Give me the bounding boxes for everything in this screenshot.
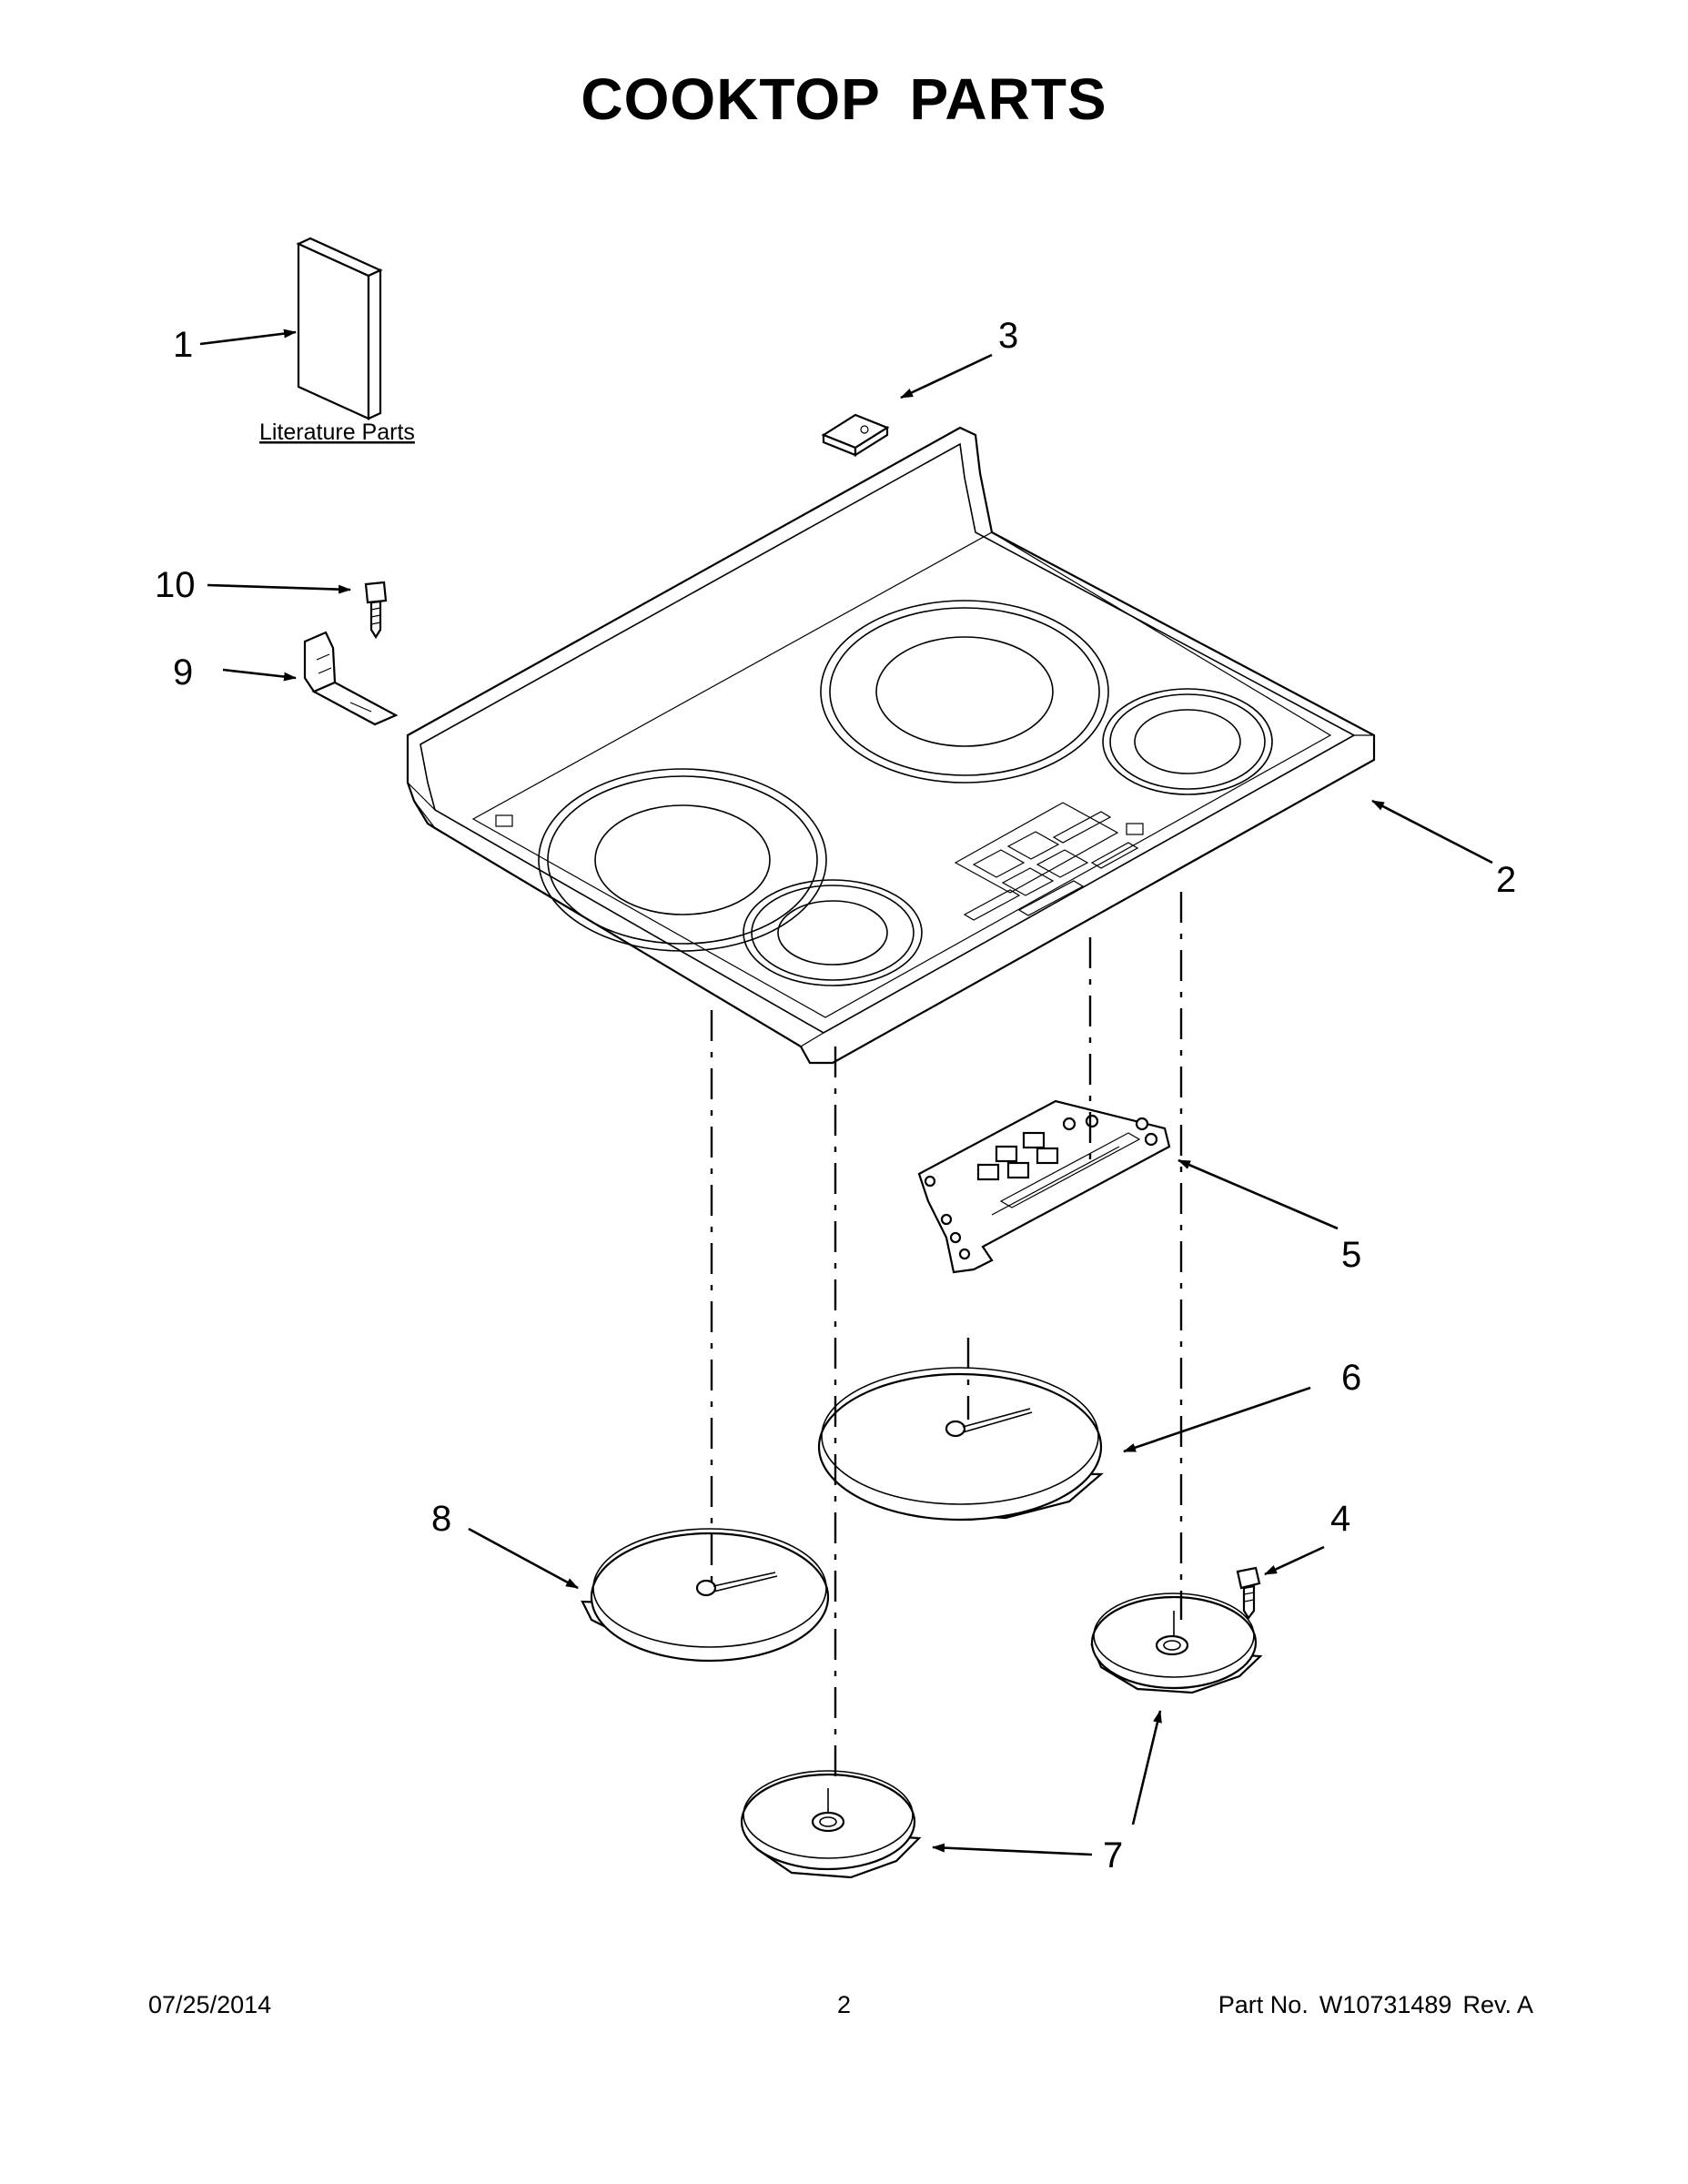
alignment-lines <box>710 892 1183 1784</box>
part-number: W10731489 <box>1319 1991 1452 2018</box>
burner-ring-rear-large <box>820 600 1109 784</box>
callout-arrows <box>199 329 1493 1856</box>
callout-7: 7 <box>1103 1835 1123 1876</box>
footer-page-number: 2 <box>836 1991 852 2018</box>
callout-3: 3 <box>998 316 1018 356</box>
small-radiant-element-right-icon <box>1090 1592 1263 1694</box>
callout-1: 1 <box>173 325 193 365</box>
burner-ring-left-front <box>538 768 827 952</box>
burner-ring-center-front <box>743 879 923 986</box>
callout-10: 10 <box>155 565 196 605</box>
revision: Rev. A <box>1462 1991 1533 2018</box>
electronic-control-board-icon <box>917 1099 1171 1274</box>
clip-part-icon <box>821 413 890 457</box>
callout-9: 9 <box>173 652 193 693</box>
callout-8: 8 <box>431 1499 451 1539</box>
large-radiant-element-icon <box>817 1367 1104 1522</box>
callout-2: 2 <box>1496 860 1516 900</box>
part-label: Part No. <box>1218 1991 1309 2018</box>
literature-booklet-icon <box>296 237 383 420</box>
screw-part-4-icon <box>1236 1566 1261 1620</box>
screw-part-10-icon <box>364 581 388 640</box>
footer-part-number: Part No. W10731489 Rev. A <box>1208 1991 1533 2019</box>
callout-4: 4 <box>1330 1499 1350 1539</box>
cooktop-touch-control-panel <box>954 802 1139 921</box>
burner-ring-right-rear <box>1102 688 1273 795</box>
literature-parts-label: Literature Parts <box>259 420 415 445</box>
bracket-part-icon <box>303 631 399 726</box>
callout-6: 6 <box>1341 1358 1361 1398</box>
callout-5: 5 <box>1341 1235 1361 1275</box>
left-radiant-element-icon <box>581 1528 830 1663</box>
small-radiant-element-bottom-icon <box>740 1770 922 1879</box>
footer-date: 07/25/2014 <box>148 1991 272 2018</box>
page-title: COOKTOP PARTS <box>581 66 1107 132</box>
cooktop-main-frame-icon <box>406 426 1376 1065</box>
